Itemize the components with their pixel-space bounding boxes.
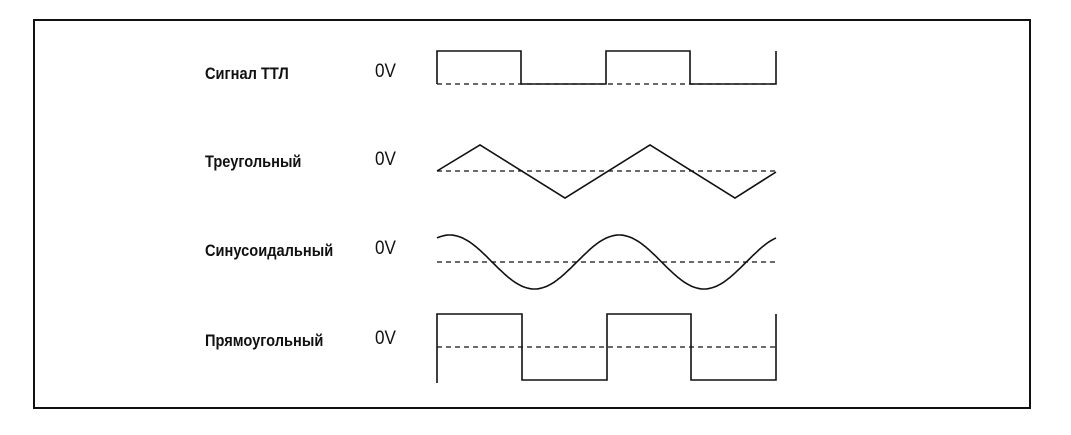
- ttl-waveform: [436, 50, 777, 85]
- triangle-waveform: [436, 144, 777, 199]
- zero-volt-label-ttl: 0V: [375, 61, 396, 82]
- zero-volt-label-square: 0V: [375, 328, 396, 349]
- signal-label-ttl: Сигнал ТТЛ: [205, 64, 289, 83]
- zero-volt-label-triangle: 0V: [375, 149, 396, 170]
- signal-label-sine: Синусоидальный: [205, 241, 334, 260]
- sine-waveform: [436, 234, 777, 290]
- signal-label-triangle: Треугольный: [205, 152, 302, 171]
- signal-label-square: Прямоугольный: [205, 331, 324, 350]
- zero-volt-label-sine: 0V: [375, 238, 396, 259]
- square-waveform: [436, 313, 777, 383]
